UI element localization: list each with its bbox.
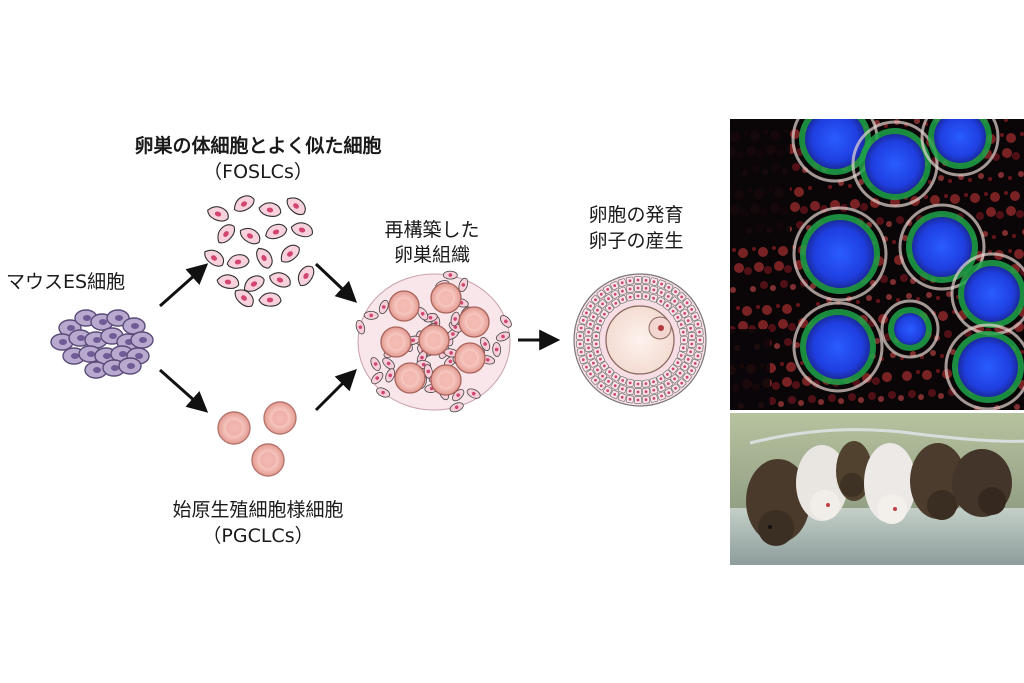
es-cell-nucleus xyxy=(99,319,107,325)
es-cell-nucleus xyxy=(93,337,101,343)
ovary-somatic-cell xyxy=(382,357,395,370)
foslc-cell xyxy=(256,247,273,269)
foslc-cell xyxy=(265,223,288,240)
foslc-cell xyxy=(243,275,265,292)
foslc-cell xyxy=(290,222,313,238)
es-cell-nucleus xyxy=(135,353,143,359)
reconstructed-ovary-label-line1: 再構築した xyxy=(384,219,480,241)
es-cell-nucleus xyxy=(109,333,117,339)
ovary-somatic-cell xyxy=(500,315,512,328)
oocyte xyxy=(605,305,675,375)
foslc-cell xyxy=(269,272,291,288)
ovary-somatic-cell xyxy=(370,357,381,371)
foslc-abbreviation: （FOSLCs） xyxy=(203,161,313,183)
es-cell-nucleus xyxy=(59,339,67,345)
foslc-cell xyxy=(258,202,282,218)
reconstructed-ovary-cluster xyxy=(355,270,512,413)
fluorescence-microscopy-photo xyxy=(730,119,1024,410)
es-cell-nucleus xyxy=(67,325,75,331)
es-cell-nucleus xyxy=(77,335,85,341)
arrow-foslc-to-ovary xyxy=(314,262,358,303)
es-cell-nucleus xyxy=(93,367,101,373)
foslc-cell xyxy=(216,274,240,290)
ovary-somatic-cell xyxy=(442,270,458,280)
es-cell-nucleus xyxy=(111,365,119,371)
foslc-cell-group xyxy=(204,195,315,308)
foslc-cell xyxy=(258,292,282,307)
es-cell-nucleus xyxy=(119,351,127,357)
ovary-somatic-cell xyxy=(385,368,396,383)
reconstructed-ovary-label-line2: 卵巣組織 xyxy=(393,244,471,266)
es-cell-nucleus xyxy=(127,363,135,369)
ovary-somatic-cell xyxy=(355,320,366,335)
foslc-cell xyxy=(233,195,255,212)
foslc-cell xyxy=(286,197,306,216)
foslc-cell xyxy=(239,227,261,245)
arrow-es-to-foslc xyxy=(159,263,209,308)
ovary-somatic-cell xyxy=(376,387,391,398)
es-cell-nucleus xyxy=(71,353,79,359)
oocyte-nucleolus xyxy=(658,325,664,331)
es-cell-nucleus xyxy=(103,353,111,359)
foslc-cell xyxy=(204,249,225,267)
ovary-somatic-cell xyxy=(458,277,469,293)
pgclc-title: 始原生殖細胞様細胞 xyxy=(172,499,344,521)
ovary-somatic-cell xyxy=(363,310,379,320)
es-cell-nucleus xyxy=(115,315,123,321)
es-cell-nucleus xyxy=(139,337,147,343)
pgclc-cell-group xyxy=(217,401,297,477)
foslc-cell xyxy=(234,289,254,308)
arrow-pgclc-to-ovary xyxy=(314,369,357,412)
arrow-es-to-pgclc xyxy=(159,368,209,413)
ovarian-follicle xyxy=(573,273,707,407)
mice-photo xyxy=(730,413,1024,565)
mice-image xyxy=(730,413,1024,565)
es-cell-nucleus xyxy=(131,323,139,329)
follicle-growth-label: 卵胞の発育 xyxy=(588,204,684,226)
ovary-somatic-cell xyxy=(466,388,481,399)
ovary-somatic-cell xyxy=(495,331,511,342)
pgclc-abbreviation: （PGCLCs） xyxy=(202,525,314,547)
es-cells-label: マウスES細胞 xyxy=(6,271,126,293)
ovary-somatic-cell xyxy=(378,299,389,315)
es-cell-nucleus xyxy=(83,315,91,321)
ovary-somatic-cell xyxy=(480,337,491,351)
ovary-somatic-cell xyxy=(449,402,464,413)
foslc-cell xyxy=(217,224,236,244)
oocyte-production-label: 卵子の産生 xyxy=(588,230,684,252)
ovary-somatic-cell xyxy=(492,342,502,357)
ovary-somatic-cell xyxy=(371,371,384,385)
foslc-cell xyxy=(226,254,250,269)
microscopy-image xyxy=(730,119,1024,410)
foslc-cell xyxy=(297,265,315,287)
es-cell-cluster xyxy=(50,309,154,379)
es-cell-nucleus xyxy=(87,351,95,357)
foslc-cell xyxy=(280,244,300,263)
foslc-title: 卵巣の体細胞とよく似た細胞 xyxy=(134,135,382,157)
foslc-cell xyxy=(207,206,229,222)
